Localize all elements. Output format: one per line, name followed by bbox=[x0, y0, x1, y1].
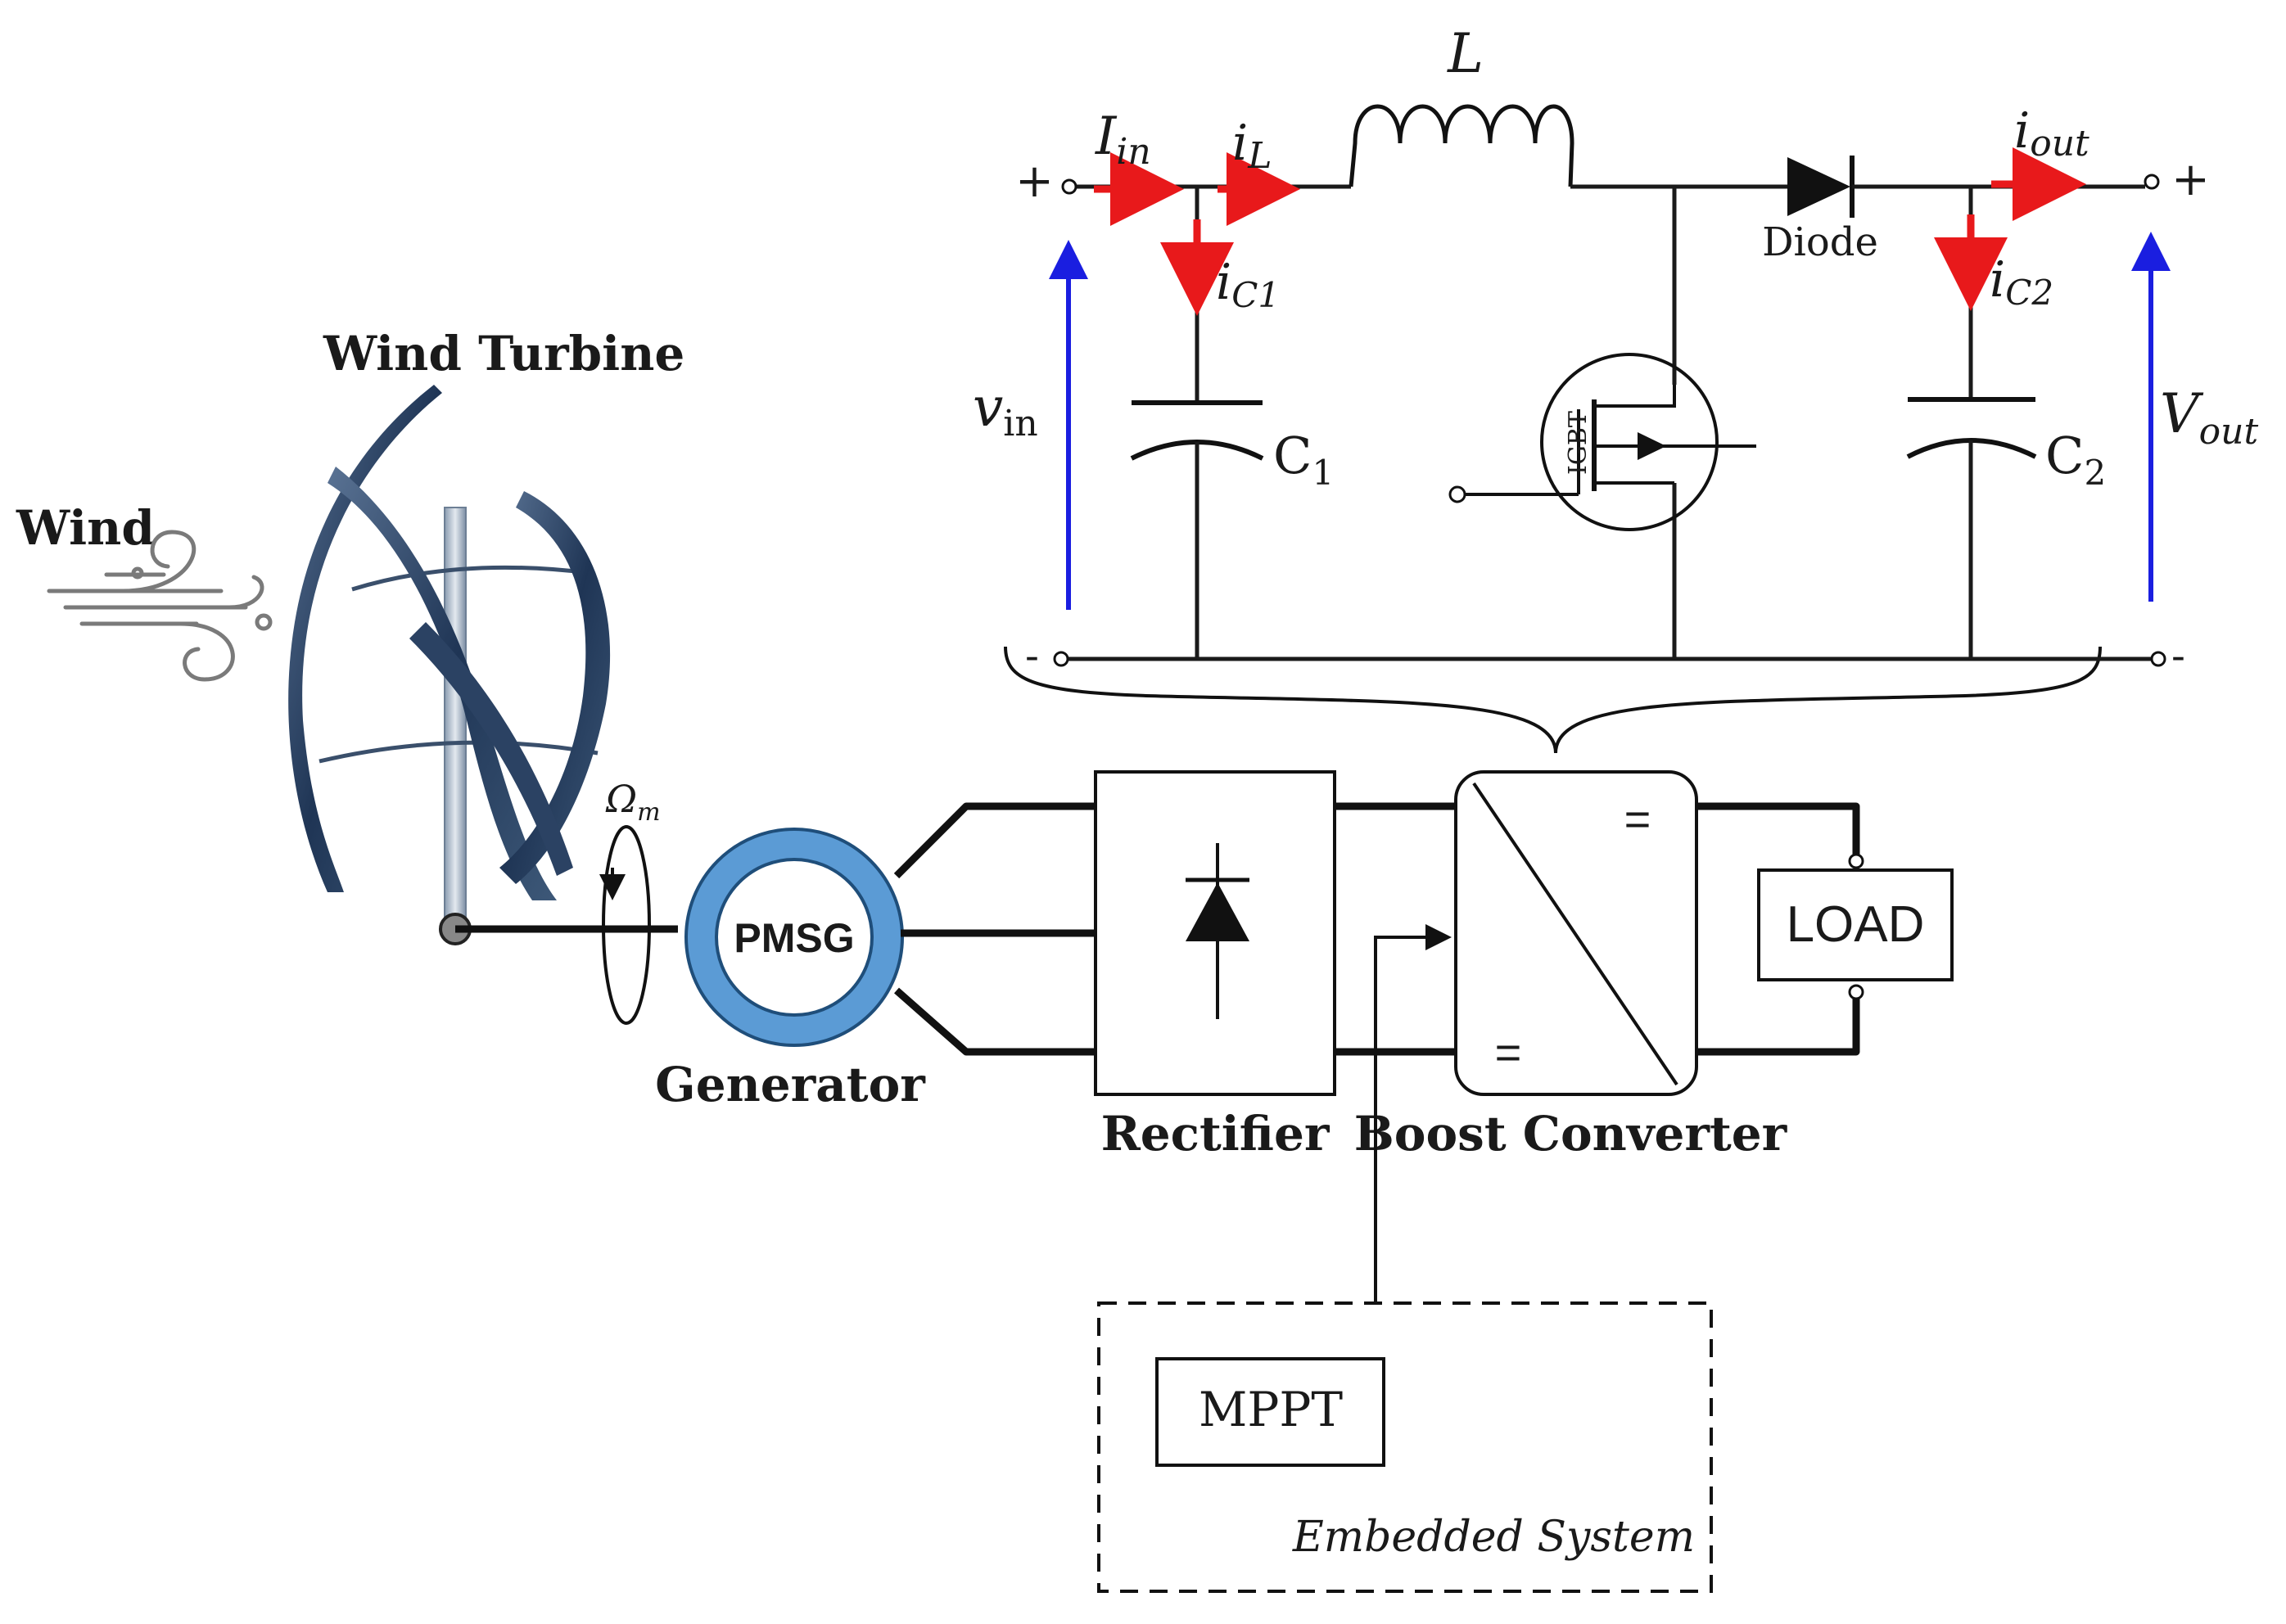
plus-right-label: + bbox=[2171, 153, 2210, 206]
i-c2-label: iC2 bbox=[1990, 251, 2053, 313]
i-l-label: iL bbox=[1232, 115, 1272, 177]
wind-label: Wind bbox=[16, 500, 155, 556]
inductor-label: L bbox=[1447, 22, 1484, 85]
load-label: LOAD bbox=[1787, 896, 1925, 953]
v-out-label: Vout bbox=[2160, 382, 2259, 453]
rectifier-label: Rectifier bbox=[1101, 1106, 1330, 1162]
i-in-label: Iin bbox=[1095, 106, 1151, 173]
boost-circuit-schematic bbox=[1049, 104, 2171, 667]
embedded-system-block bbox=[1097, 1301, 1713, 1593]
wind-turbine-label: Wind Turbine bbox=[323, 326, 684, 381]
i-c1-label: iC1 bbox=[1216, 254, 1280, 315]
mppt-label: MPPT bbox=[1199, 1382, 1343, 1437]
generator-label: Generator bbox=[655, 1057, 926, 1112]
boost-converter-label: Boost Converter bbox=[1354, 1106, 1788, 1162]
minus-left-label: - bbox=[1025, 632, 1039, 679]
wind-turbine-icon bbox=[288, 385, 611, 945]
diode-symbol-icon bbox=[1186, 843, 1249, 1019]
embedded-system-label: Embedded System bbox=[1292, 1513, 1695, 1562]
brace bbox=[1004, 646, 2102, 754]
mppt-block bbox=[1155, 1357, 1385, 1467]
pmsg-label: PMSG bbox=[734, 915, 854, 961]
eq-sign-bottom: = bbox=[1495, 1026, 1522, 1078]
generator-icon bbox=[684, 828, 904, 1047]
rotation-indicator bbox=[599, 825, 651, 1025]
control-signal-wire bbox=[1374, 924, 1452, 1301]
wind-icon bbox=[47, 530, 273, 682]
c2-label: C2 bbox=[2045, 426, 2106, 493]
eq-sign-top: = bbox=[1624, 793, 1651, 845]
igbt-label: IGBT bbox=[1564, 411, 1593, 475]
i-out-label: iout bbox=[2014, 102, 2089, 165]
v-in-label: vin bbox=[973, 376, 1038, 444]
omega-label: Ωm bbox=[605, 777, 661, 827]
minus-right-label: - bbox=[2171, 632, 2185, 679]
three-phase-wires bbox=[893, 802, 1096, 1056]
plus-left-label: + bbox=[1015, 155, 1054, 208]
diode-label: Diode bbox=[1762, 219, 1878, 265]
load-block bbox=[1757, 868, 1954, 981]
c1-label: C1 bbox=[1273, 426, 1334, 493]
